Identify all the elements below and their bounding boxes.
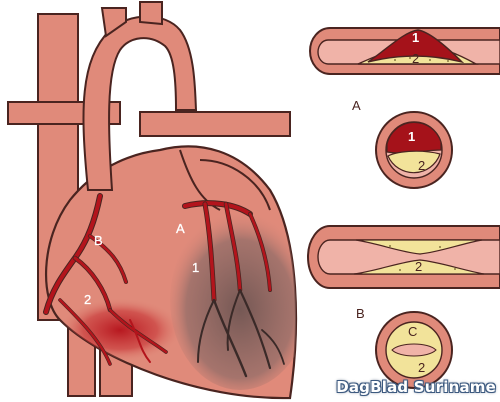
watermark: DagBlad Suriname: [336, 378, 496, 396]
panel-b-label: B: [356, 306, 365, 321]
heart-illustration: [8, 2, 310, 398]
heart-label-a: A: [176, 221, 185, 236]
heart-marker-2: 2: [84, 292, 91, 307]
panel-a-longitudinal-vessel: [310, 28, 500, 74]
panel-b-cross-top-label: C: [408, 324, 417, 339]
panel-b-long-plaque-label: 2: [415, 259, 422, 274]
heart-label-b: B: [94, 233, 103, 248]
heart-marker-1: 1: [192, 260, 199, 275]
panel-b-cross-bottom-label: 2: [418, 360, 425, 375]
panel-b-longitudinal-vessel: [308, 226, 500, 288]
aortic-branch: [140, 2, 162, 24]
panel-a-cross-clot-label: 1: [408, 129, 415, 144]
panel-a-cross-plaque-label: 2: [418, 158, 425, 173]
residual-lumen: [392, 344, 436, 356]
pulmonary-branch-right: [140, 112, 290, 136]
panel-a-label: A: [352, 98, 361, 113]
panel-a-long-plaque-label: 2: [412, 51, 419, 66]
panel-a-cross-section: [376, 112, 452, 188]
panel-a-long-clot-label: 1: [412, 30, 419, 45]
